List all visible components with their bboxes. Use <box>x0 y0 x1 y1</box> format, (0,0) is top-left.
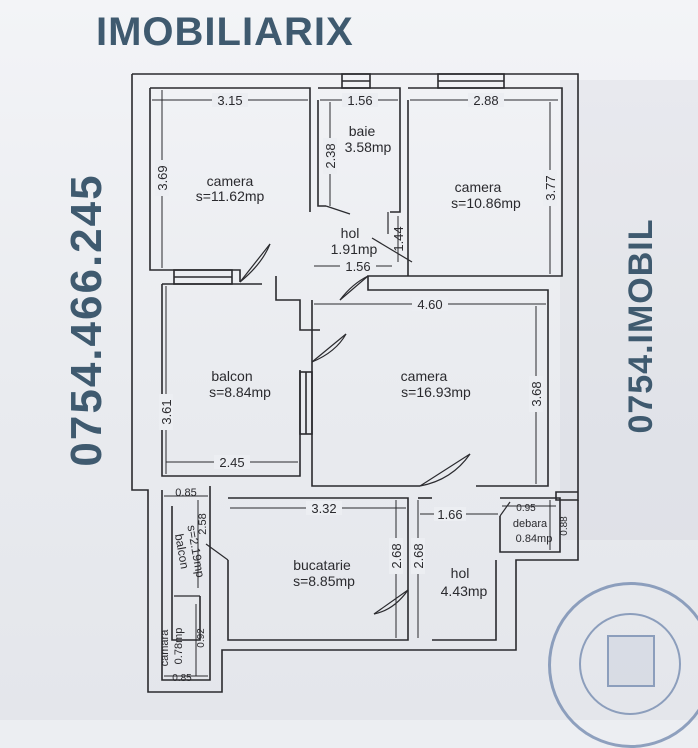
dim-cam2-height: 3.77 <box>543 175 558 200</box>
dimension-lines <box>152 90 558 677</box>
dim-cam2-width: 2.88 <box>473 93 498 108</box>
stamp-inner-ring <box>579 613 681 715</box>
dimension-labels-vertical: 3.69 2.38 3.77 1.44 3.68 3.61 2.68 2.68 … <box>155 138 570 648</box>
debara-area: 0.84mp <box>516 533 553 545</box>
dim-buc-height: 2.68 <box>389 543 404 568</box>
stamp-emblem-icon <box>607 635 655 687</box>
dim-debara-width: 0.95 <box>516 503 536 514</box>
bucatarie-area: s=8.85mp <box>293 573 355 589</box>
dim-baie-width: 1.56 <box>347 93 372 108</box>
dim-hol1-height: 1.44 <box>391 226 406 251</box>
dim-camara-height: 0.92 <box>196 628 207 648</box>
dimension-labels: 3.15 1.56 2.88 1.56 4.60 2.45 3.32 1.66 … <box>172 93 536 684</box>
dim-cam3-width: 4.60 <box>417 297 442 312</box>
dim-cam1-width: 3.15 <box>217 93 242 108</box>
camera2-name: camera <box>455 179 502 195</box>
baie-name: baie <box>349 123 376 139</box>
camara-name: camara <box>159 629 171 667</box>
dim-balc1-width: 2.45 <box>219 455 244 470</box>
hol2-name: hol <box>451 565 470 581</box>
baie-area: 3.58mp <box>345 139 392 155</box>
balcon1-name: balcon <box>211 368 252 384</box>
paper-shadow <box>560 80 698 540</box>
dim-balc1-height: 3.61 <box>159 399 174 424</box>
door-swings <box>174 205 511 615</box>
dim-balc2-height: 2.58 <box>197 513 209 534</box>
dim-balc2-width: 0.85 <box>175 487 196 499</box>
camera1-area: s=11.62mp <box>196 188 265 204</box>
balcon2-name: balcon <box>172 533 192 570</box>
brand-watermark: IMOBILIARIX <box>96 10 354 54</box>
dim-cam3-height: 3.68 <box>529 381 544 406</box>
dim-buc-width: 3.32 <box>311 501 336 516</box>
dim-hol2-height: 2.68 <box>411 543 426 568</box>
floor-plan: 3.15 1.56 2.88 1.56 4.60 2.45 3.32 1.66 … <box>131 73 579 693</box>
balcon1-area: s=8.84mp <box>209 384 271 400</box>
dim-hol2-width: 1.66 <box>437 507 462 522</box>
room-labels: camera s=11.62mp baie 3.58mp camera s=10… <box>159 123 552 666</box>
dim-baie-height: 2.38 <box>323 143 338 168</box>
dim-camara-width: 0.85 <box>172 673 192 684</box>
camera1-name: camera <box>207 173 254 189</box>
camara-area: 0.78mp <box>173 628 185 665</box>
dim-cam1-height: 3.69 <box>155 165 170 190</box>
hol2-area: 4.43mp <box>441 583 488 599</box>
dim-hol1-width: 1.56 <box>345 259 370 274</box>
camera2-area: s=10.86mp <box>451 195 521 211</box>
dim-debara-height: 0.88 <box>559 516 570 536</box>
hol1-name: hol <box>341 225 360 241</box>
cadastru-stamp <box>548 582 698 748</box>
camera3-name: camera <box>401 368 448 384</box>
debara-name: debara <box>513 518 548 530</box>
bucatarie-name: bucatarie <box>293 557 351 573</box>
phone-watermark-right: 0754.IMOBIL <box>622 218 660 434</box>
camera3-area: s=16.93mp <box>401 384 471 400</box>
outer-walls <box>131 73 579 693</box>
hol1-area: 1.91mp <box>331 241 378 257</box>
phone-watermark-left: 0754.466.245 <box>62 173 111 467</box>
windows <box>173 73 505 435</box>
